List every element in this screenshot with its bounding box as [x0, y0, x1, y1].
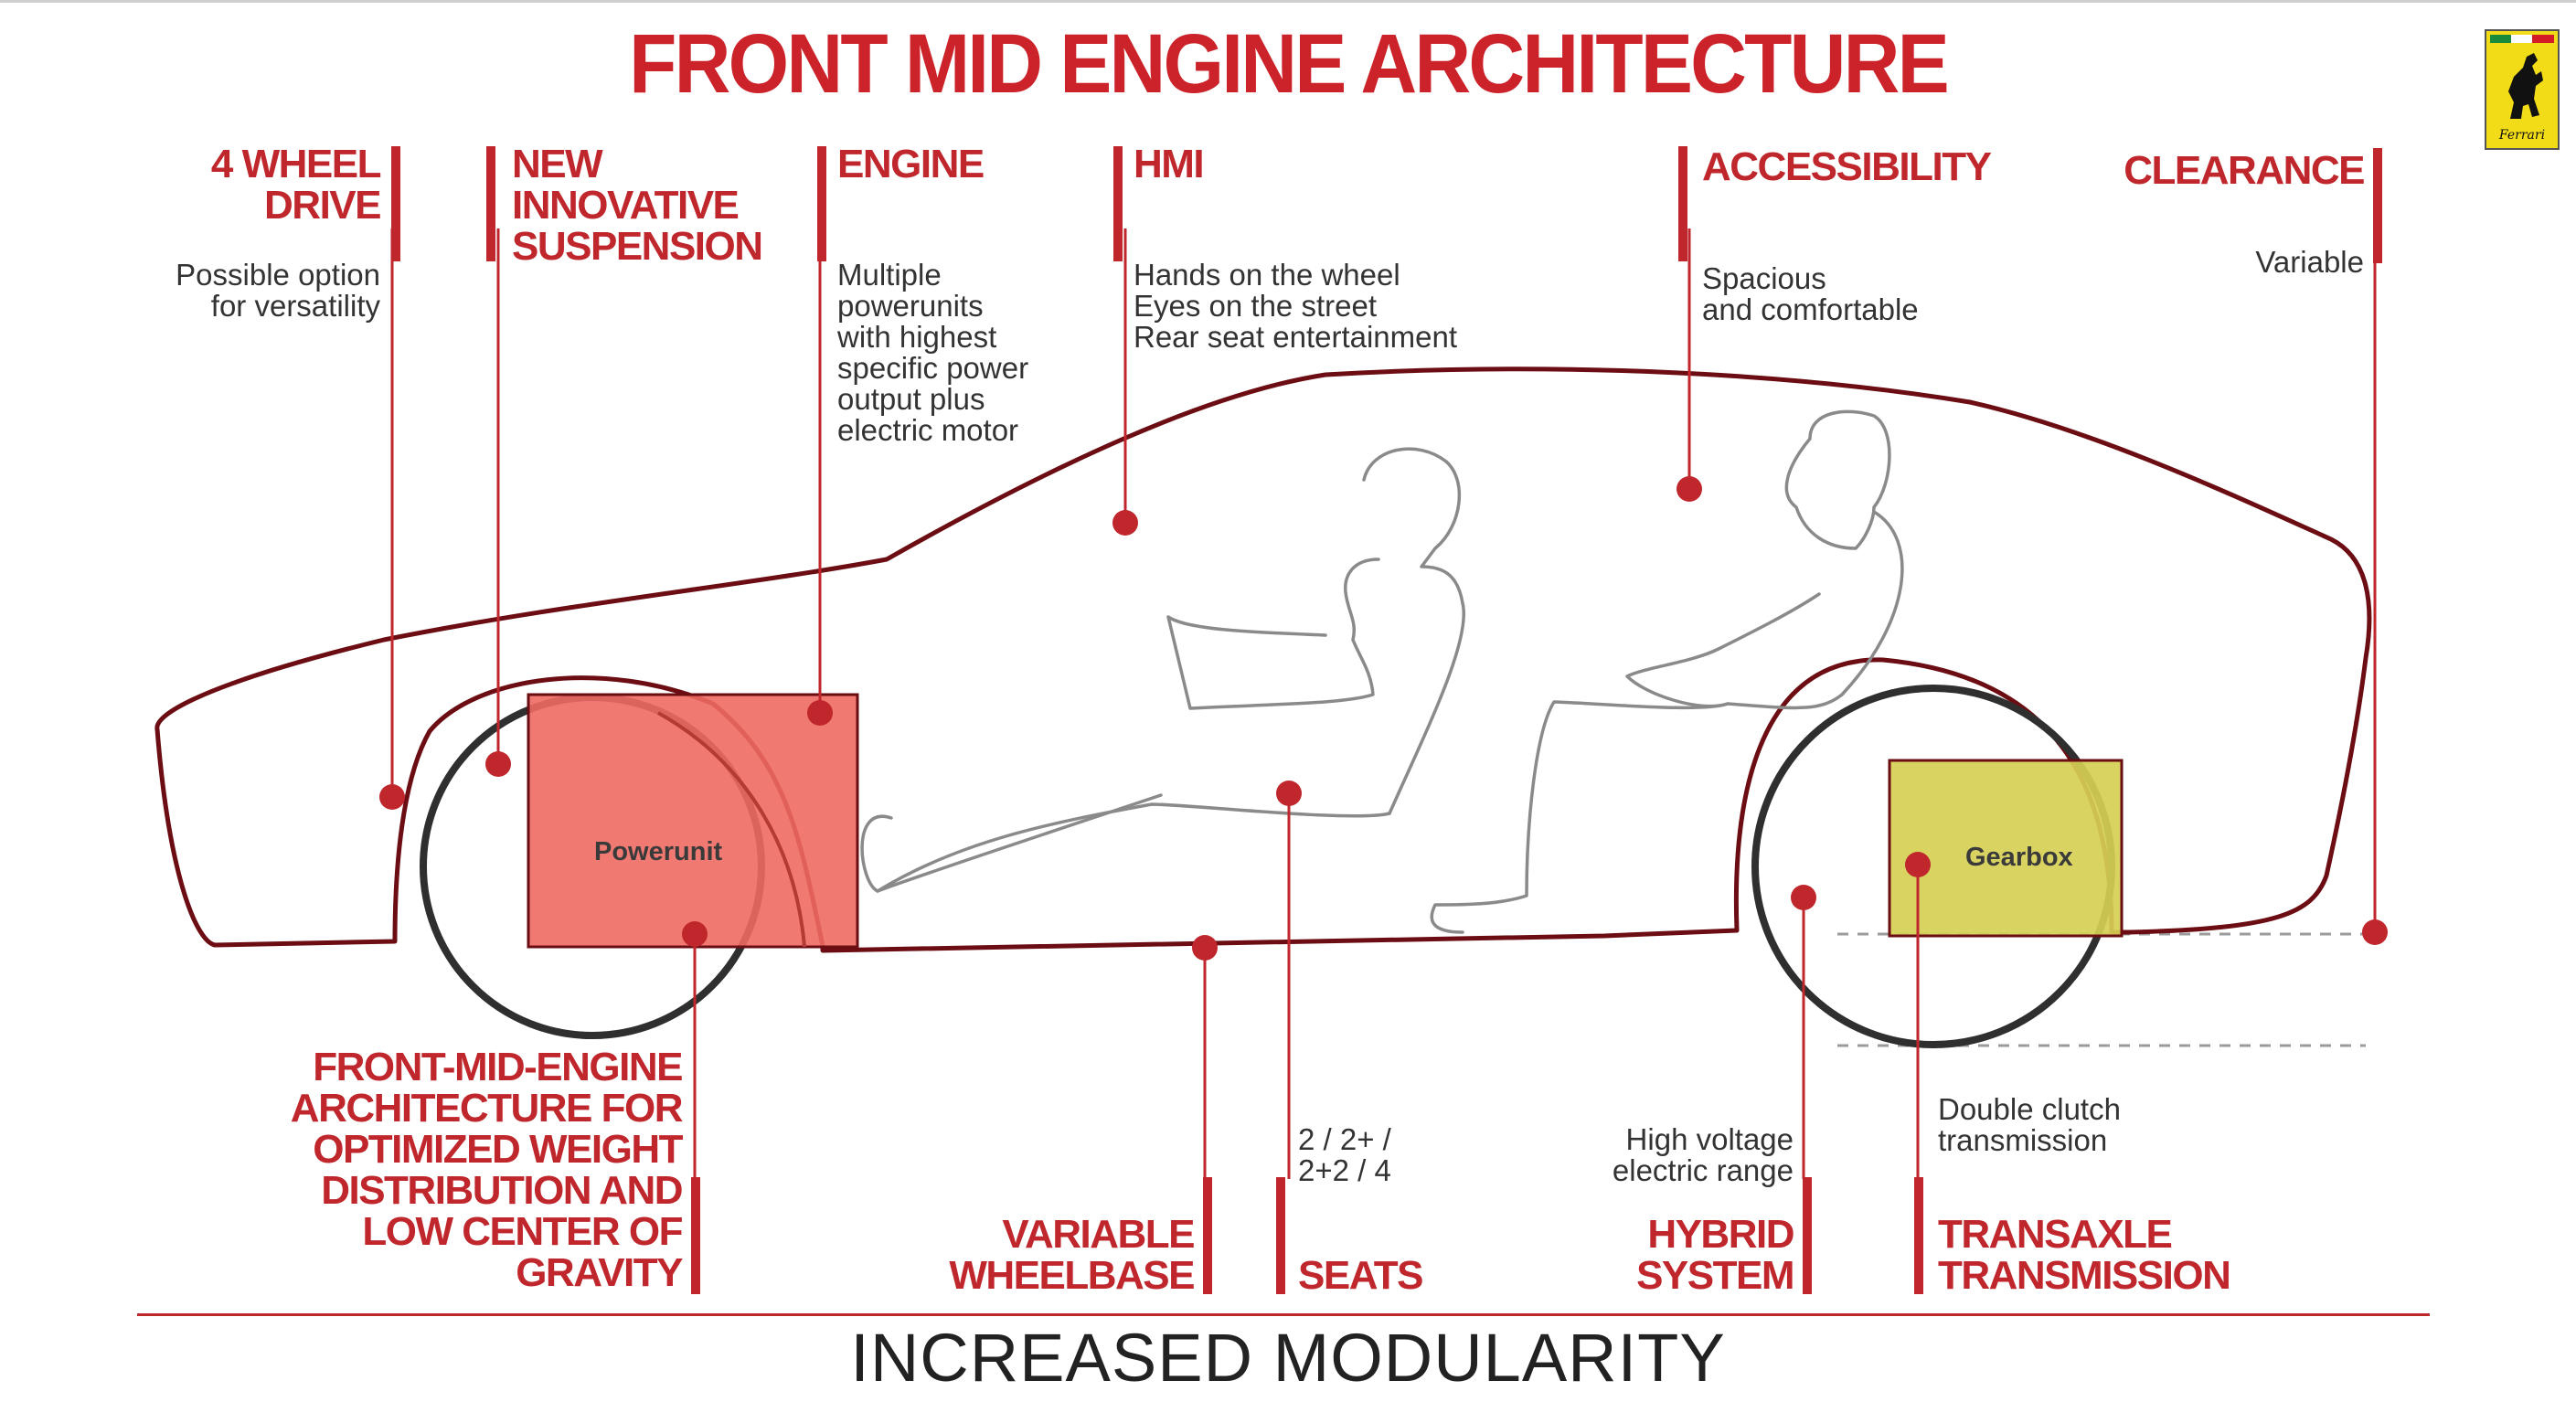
bar-architecture	[691, 1177, 700, 1294]
label-architecture: FRONT-MID-ENGINE ARCHITECTURE FOR OPTIMI…	[290, 1045, 684, 1295]
bar-hmi	[1113, 146, 1123, 261]
page-title: FRONT MID ENGINE ARCHITECTURE	[629, 17, 1950, 111]
label-4wd: 4 WHEEL DRIVE	[210, 142, 382, 228]
label-suspension: NEW INNOVATIVE SUSPENSION	[512, 142, 763, 269]
dot-hybrid	[1791, 885, 1816, 910]
bar-clearance	[2373, 148, 2382, 263]
driver-figure	[860, 447, 1465, 893]
desc-hybrid: High voltage electric range	[1612, 1122, 1794, 1187]
desc-accessibility: Spacious and comfortable	[1702, 261, 1919, 326]
leader-dots	[379, 476, 2388, 961]
gearbox-block	[1888, 759, 2124, 938]
footer-title: INCREASED MODULARITY	[850, 1320, 1726, 1396]
label-seats: SEATS	[1298, 1253, 1423, 1298]
desc-transaxle: Double clutch transmission	[1938, 1092, 2121, 1157]
desc-engine: Multiple powerunits with highest specifi…	[837, 258, 1029, 447]
label-clearance: CLEARANCE	[2124, 148, 2365, 193]
powerunit-label: Powerunit	[594, 837, 723, 866]
bar-wheelbase	[1203, 1177, 1212, 1294]
dot-hmi	[1112, 510, 1138, 536]
top-divider	[0, 0, 2576, 3]
bar-4wd	[391, 146, 400, 261]
dot-transaxle	[1905, 852, 1931, 877]
dot-4wd	[379, 784, 405, 810]
label-hybrid: HYBRID SYSTEM	[1636, 1212, 1794, 1298]
dot-seats	[1276, 781, 1302, 806]
label-transaxle: TRANSAXLE TRANSMISSION	[1938, 1212, 2231, 1298]
dot-wheelbase	[1192, 935, 1218, 961]
dot-suspension	[485, 751, 511, 777]
car-body-outline	[154, 366, 2372, 953]
dot-engine	[807, 700, 833, 726]
bar-transaxle	[1914, 1177, 1923, 1294]
dot-clearance	[2362, 919, 2388, 945]
footer-divider	[137, 1313, 2430, 1316]
bar-engine	[817, 146, 826, 261]
desc-hmi: Hands on the wheel Eyes on the street Re…	[1134, 258, 1458, 354]
label-hmi: HMI	[1134, 142, 1205, 186]
bar-accessibility	[1678, 146, 1687, 261]
label-engine: ENGINE	[837, 142, 985, 186]
label-accessibility: ACCESSIBILITY	[1702, 144, 1992, 189]
dot-architecture	[682, 921, 708, 947]
logo-wordmark: Ferrari	[2498, 128, 2546, 143]
ferrari-logo: Ferrari	[2485, 29, 2560, 150]
desc-clearance: Variable	[2255, 245, 2364, 279]
bar-suspension	[486, 146, 495, 261]
prancing-horse-icon	[2508, 53, 2543, 119]
label-wheelbase: VARIABLE WHEELBASE	[949, 1212, 1195, 1298]
passenger-figure	[1430, 409, 1904, 934]
bar-seats	[1276, 1177, 1285, 1294]
italian-flag-stripe	[2490, 35, 2554, 43]
desc-4wd: Possible option for versatility	[176, 258, 380, 323]
leader-lines	[390, 228, 2377, 1179]
powerunit-block	[527, 693, 859, 949]
gearbox-label: Gearbox	[1965, 843, 2073, 872]
bar-hybrid	[1803, 1177, 1812, 1294]
dot-accessibility	[1677, 476, 1702, 502]
desc-seats: 2 / 2+ / 2+2 / 4	[1298, 1122, 1391, 1187]
